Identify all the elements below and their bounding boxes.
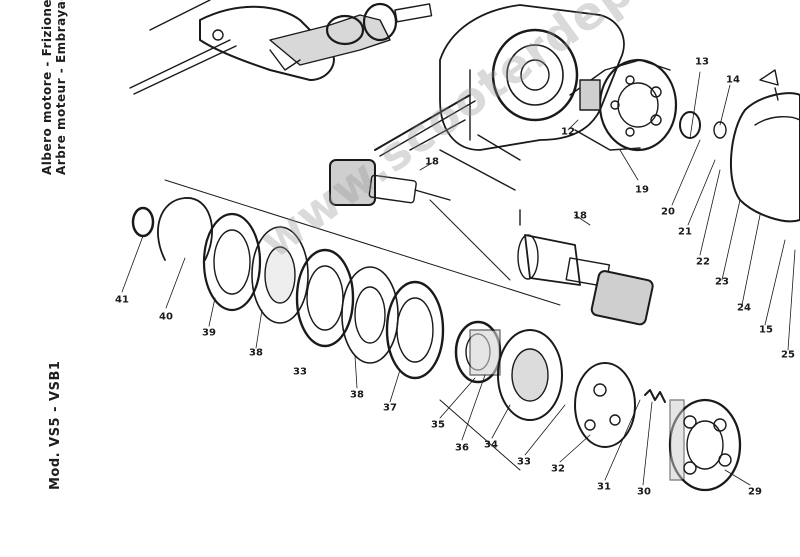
circlip-41 bbox=[131, 206, 155, 238]
shaft-18-lower bbox=[517, 209, 654, 326]
callout-30: 30 bbox=[637, 486, 651, 498]
spring-30 bbox=[644, 389, 666, 403]
callout-21: 21 bbox=[678, 226, 692, 238]
callout-36: 36 bbox=[455, 442, 469, 454]
clutch-plates bbox=[202, 212, 445, 380]
crankshaft-assembly bbox=[129, 0, 433, 95]
housing-29 bbox=[668, 398, 742, 492]
leader-lines bbox=[121, 71, 796, 486]
callout-38-second: 38 bbox=[350, 389, 364, 401]
callout-20: 20 bbox=[661, 206, 675, 218]
gear-35 bbox=[454, 320, 502, 384]
clutch-housing-upper bbox=[569, 58, 727, 152]
plate-32 bbox=[574, 362, 636, 448]
disc-34 bbox=[497, 329, 563, 421]
callout-35: 35 bbox=[431, 419, 445, 431]
callout-24: 24 bbox=[737, 302, 751, 314]
crankcase-half bbox=[374, 4, 625, 191]
callout-12: 12 bbox=[561, 126, 575, 138]
callout-39: 39 bbox=[202, 327, 216, 339]
callout-32: 32 bbox=[551, 463, 565, 475]
callout-13: 13 bbox=[695, 56, 709, 68]
shaft-18-upper bbox=[329, 159, 451, 206]
callout-31: 31 bbox=[597, 481, 611, 493]
callout-37: 37 bbox=[383, 402, 397, 414]
callout-25: 25 bbox=[781, 349, 795, 361]
spring-ring-40 bbox=[157, 197, 213, 261]
title-italian: Albero motore - Frizione bbox=[40, 0, 54, 175]
callout-33: 33 bbox=[517, 456, 531, 468]
title-french: Arbre moteur - Embrayage bbox=[54, 0, 68, 175]
clutch-cover bbox=[730, 69, 800, 223]
callout-15: 15 bbox=[759, 324, 773, 336]
callout-22: 22 bbox=[696, 256, 710, 268]
title-italian-french: Albero motore - Frizione Arbre moteur - … bbox=[40, 0, 68, 175]
model-label: Mod. VS5 - VSB1 bbox=[48, 360, 63, 490]
callout-38: 38 bbox=[249, 347, 263, 359]
callout-18-upper: 18 bbox=[425, 156, 439, 168]
callout-41: 41 bbox=[115, 294, 129, 306]
callout-29: 29 bbox=[748, 486, 762, 498]
callout-33-small: 33 bbox=[293, 366, 307, 378]
callout-19: 19 bbox=[635, 184, 649, 196]
callout-40: 40 bbox=[159, 311, 173, 323]
callout-14: 14 bbox=[726, 74, 740, 86]
callout-34: 34 bbox=[484, 439, 498, 451]
callout-18-lower: 18 bbox=[573, 210, 587, 222]
callout-23: 23 bbox=[715, 276, 729, 288]
